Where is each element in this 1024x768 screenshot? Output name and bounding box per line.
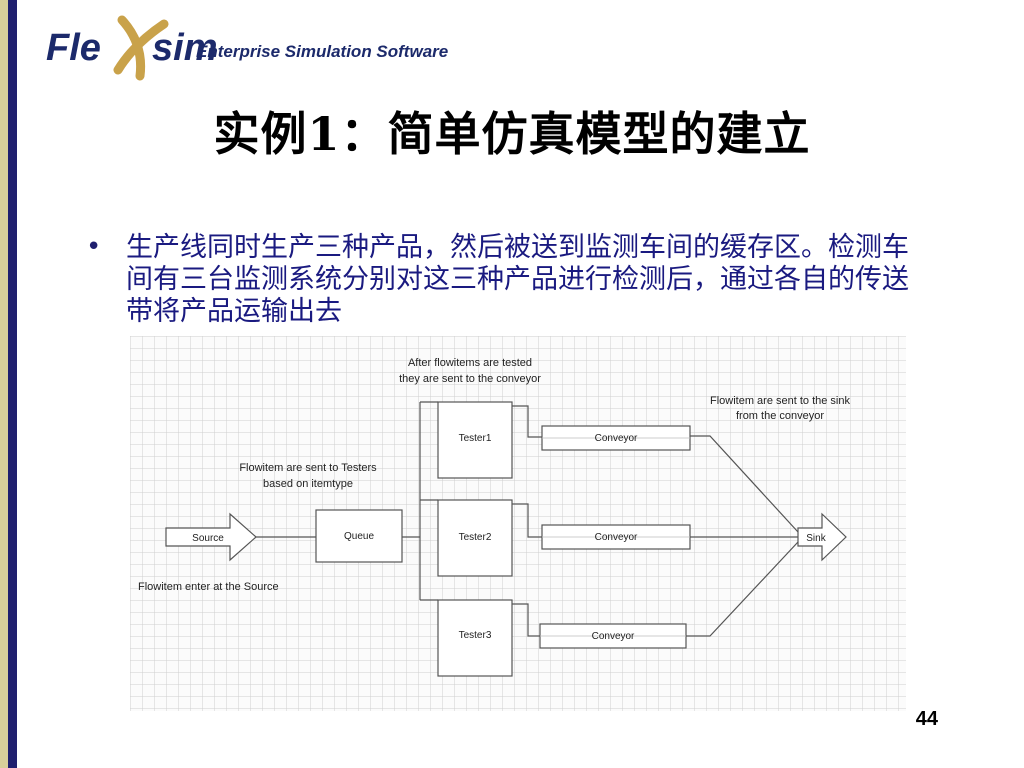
note-testers-line2: based on itemtype — [263, 478, 353, 490]
tester1-label: Tester1 — [459, 433, 492, 444]
sidebar-navy-stripe — [8, 0, 17, 768]
conveyor3-label: Conveyor — [592, 631, 635, 642]
bullet-dot-icon: • — [86, 232, 102, 262]
conveyor2-node: Conveyor — [541, 524, 691, 550]
tester1-node: Tester1 — [437, 401, 513, 479]
connector-tester3-conveyor3 — [512, 603, 540, 637]
conveyor3-node: Conveyor — [539, 623, 687, 649]
page-number: 44 — [915, 708, 938, 730]
note-source: Flowitem enter at the Source — [138, 581, 279, 593]
note-tested-line2: they are sent to the conveyor — [399, 373, 541, 385]
source-label: Source — [192, 533, 224, 544]
note-tested-line1: After flowitems are tested — [408, 357, 532, 369]
diagram-grid — [130, 336, 906, 711]
queue-node: Queue — [315, 509, 403, 563]
flow-diagram: Source Queue Tester1 Tester2 Tester3 Con… — [130, 336, 906, 711]
tester2-node: Tester2 — [437, 499, 513, 577]
connector-tester2-conveyor2 — [512, 503, 542, 538]
slide-title: 实例1：简单仿真模型的建立 — [213, 107, 811, 161]
queue-label: Queue — [344, 531, 374, 542]
logo-brand-right: sim — [152, 27, 217, 69]
conveyor1-label: Conveyor — [595, 433, 638, 444]
logo-brand-left: Fle — [46, 27, 101, 69]
tester3-label: Tester3 — [459, 630, 492, 641]
sidebar-gold-stripe — [0, 0, 8, 768]
connector-conveyor3-sink — [686, 541, 799, 637]
connector-conveyor1-sink — [690, 435, 799, 533]
tester3-node: Tester3 — [437, 599, 513, 677]
conveyor2-label: Conveyor — [595, 532, 638, 543]
conveyor1-node: Conveyor — [541, 425, 691, 451]
note-sink-line2: from the conveyor — [736, 410, 824, 422]
connector-tester1-conveyor1 — [512, 405, 542, 438]
sink-label: Sink — [806, 533, 826, 544]
note-sink-line1: Flowitem are sent to the sink — [710, 395, 851, 407]
sink-node: Sink — [797, 512, 847, 562]
note-testers-line1: Flowitem are sent to Testers — [239, 462, 377, 474]
bullet-text: 生产线同时生产三种产品，然后被送到监测车间的缓存区。检测车间有三台监测系统分别对… — [126, 232, 909, 327]
flexsim-logo: Fle sim Enterprise Simulation Software — [46, 15, 448, 81]
source-node: Source — [165, 512, 257, 562]
logo-tagline: Enterprise Simulation Software — [196, 42, 448, 61]
tester2-label: Tester2 — [459, 532, 492, 543]
